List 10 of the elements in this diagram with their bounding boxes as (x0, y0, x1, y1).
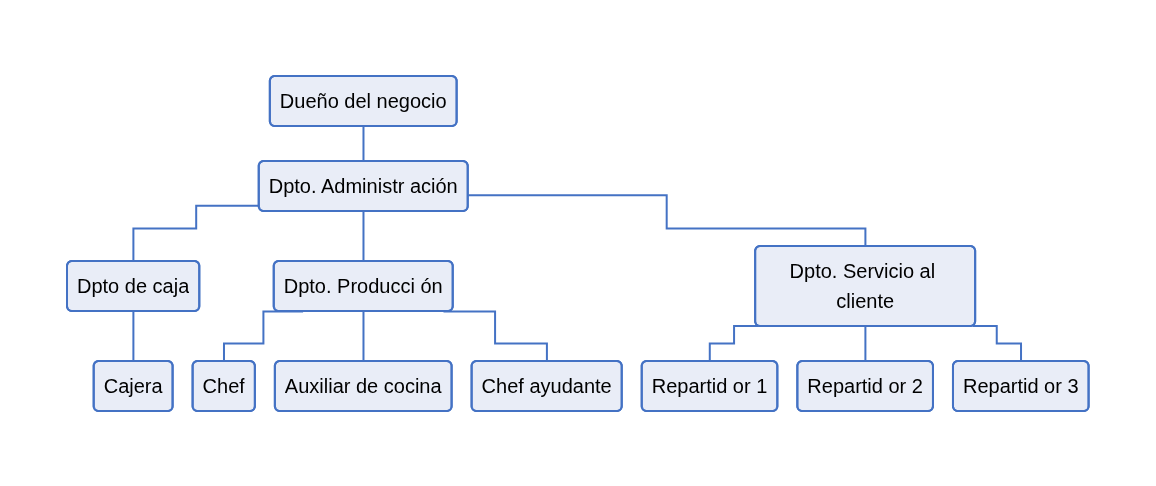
connector (362, 210, 365, 262)
connector (467, 193, 867, 247)
connector (362, 310, 365, 362)
connector (709, 324, 760, 362)
connector (132, 310, 135, 362)
connector (864, 325, 867, 362)
connector (362, 125, 365, 162)
connector (223, 310, 305, 362)
connector (971, 324, 1023, 362)
connector (442, 310, 549, 362)
